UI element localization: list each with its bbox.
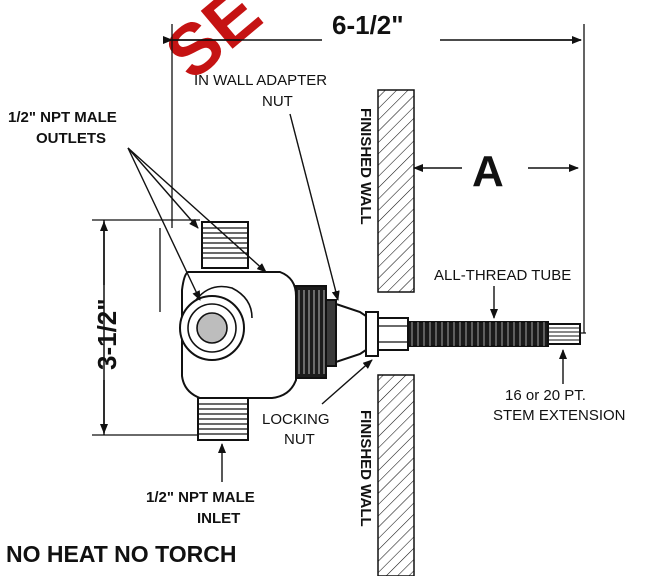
inlet-label-line1: 1/2" NPT MALE (146, 489, 255, 506)
locking-nut-label-line1: LOCKING (262, 411, 330, 428)
leader-lines (127, 113, 567, 482)
outlets-label-line1: 1/2" NPT MALE (8, 109, 117, 126)
all-thread-tube-label: ALL-THREAD TUBE (434, 267, 571, 284)
finished-wall-label-top: FINISHED WALL (357, 108, 374, 225)
outlets-label-line2: OUTLETS (36, 130, 106, 147)
valve-body (179, 221, 581, 441)
dimension-height (92, 219, 200, 436)
warning-text: NO HEAT NO TORCH (6, 541, 236, 567)
finished-wall-lower (377, 374, 415, 576)
height-value: 3-1/2" (92, 298, 122, 370)
locking-nut-label-line2: NUT (284, 431, 315, 448)
finished-wall-upper (377, 89, 415, 293)
inlet-label-line2: INLET (197, 510, 240, 527)
stem-extension-label-line1: 16 or 20 PT. (505, 387, 586, 404)
overall-length-value: 6-1/2" (332, 10, 404, 40)
wall-gap-value: A (472, 147, 504, 196)
adapter-nut-label-line2: NUT (262, 93, 293, 110)
stem-extension-label-line2: STEM EXTENSION (493, 407, 626, 424)
finished-wall-label-bottom: FINISHED WALL (357, 410, 374, 527)
adapter-nut-label-line1: IN WALL ADAPTER (194, 72, 327, 89)
